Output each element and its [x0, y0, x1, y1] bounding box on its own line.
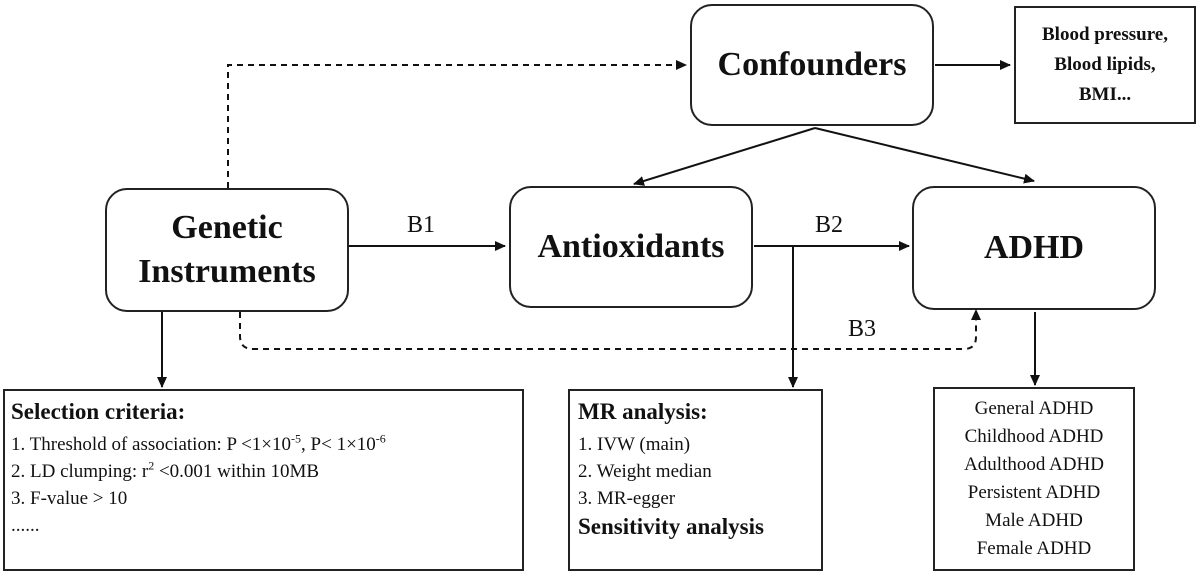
adhd-type-item: Childhood ADHD [964, 426, 1104, 447]
arrow-b3 [239, 309, 981, 350]
confounder-example-item: Blood lipids, [1054, 54, 1156, 75]
selection-criteria-item: 3. F-value > 10 [11, 488, 128, 509]
adhd-type-item: Adulthood ADHD [964, 454, 1104, 475]
arrow-genetic-to-confounders [227, 60, 687, 188]
selection-criteria-box: Selection criteria: 1. Threshold of asso… [3, 389, 524, 571]
genetic-instruments-label-line2: Instruments [138, 253, 316, 290]
confounders-node: Confounders [690, 4, 934, 126]
confounder-examples-box: Blood pressure, Blood lipids, BMI... [1014, 6, 1196, 124]
confounder-example-item: BMI... [1078, 84, 1132, 105]
selection-criteria-item: 2. LD clumping: r2 <0.001 within 10MB [11, 458, 320, 482]
selection-criteria-item: ...... [11, 515, 40, 536]
sensitivity-analysis-label: Sensitivity analysis [578, 514, 764, 539]
genetic-instruments-label-line1: Genetic [171, 209, 283, 246]
adhd-node: ADHD [912, 186, 1156, 310]
adhd-type-item: Persistent ADHD [967, 482, 1101, 503]
mr-analysis-item: 3. MR-egger [578, 488, 676, 509]
mr-analysis-box: MR analysis: 1. IVW (main) 2. Weight med… [568, 389, 823, 571]
selection-criteria-title: Selection criteria: [11, 399, 186, 424]
confounder-example-item: Blood pressure, [1042, 24, 1168, 45]
confounders-label: Confounders [717, 46, 907, 83]
adhd-type-item: General ADHD [974, 398, 1094, 419]
adhd-type-item: Male ADHD [985, 510, 1083, 531]
selection-criteria-item: 1. Threshold of association: P <1×10-5, … [11, 431, 386, 455]
edge-label-b1: B1 [407, 212, 436, 238]
mr-analysis-item: 1. IVW (main) [578, 434, 691, 455]
edge-label-b2: B2 [815, 212, 844, 238]
edge-label-b3: B3 [848, 316, 877, 342]
adhd-types-box: General ADHD Childhood ADHD Adulthood AD… [933, 387, 1135, 571]
mr-analysis-title: MR analysis: [578, 399, 708, 424]
adhd-type-item: Female ADHD [976, 538, 1092, 559]
adhd-label: ADHD [983, 229, 1085, 266]
genetic-instruments-node: Genetic Instruments [105, 188, 349, 312]
arrow-confounders-to-antioxidants [633, 127, 816, 186]
mr-analysis-item: 2. Weight median [578, 461, 712, 482]
antioxidants-node: Antioxidants [509, 186, 753, 308]
antioxidants-label: Antioxidants [537, 228, 725, 265]
arrow-confounders-to-adhd [814, 127, 1035, 184]
